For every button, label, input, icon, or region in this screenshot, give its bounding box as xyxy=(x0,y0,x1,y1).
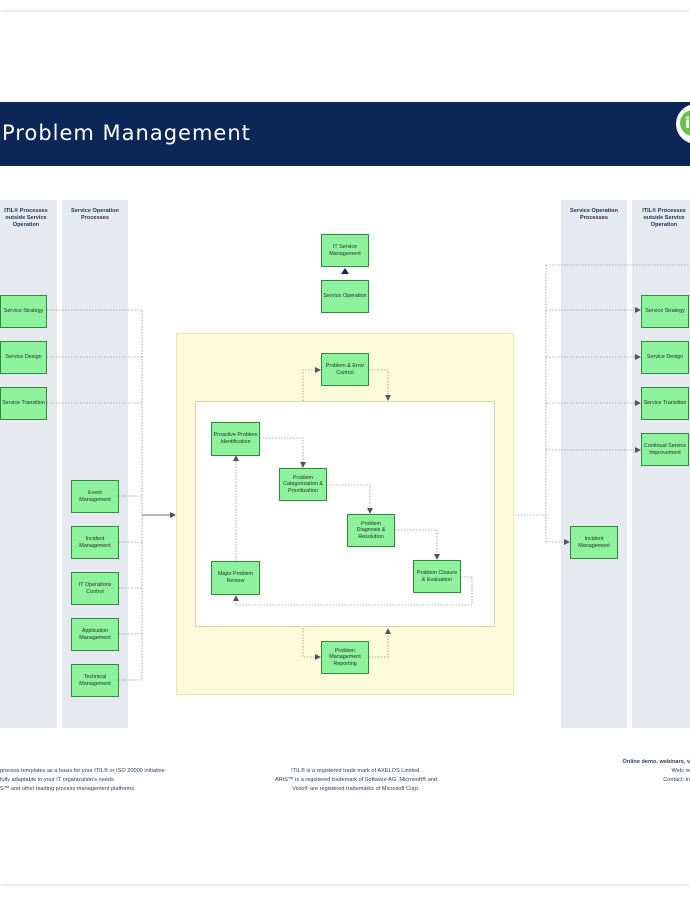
page-title: Problem Management xyxy=(2,121,251,145)
application-management-label: Application Management xyxy=(79,627,111,641)
footer-middle: ITIL® is a registered trade mark of AXEL… xyxy=(236,767,476,794)
service-design-left-label: Service Design xyxy=(5,354,42,361)
footer-left-line3: S™ and other leading process management … xyxy=(0,786,136,792)
it-operations-control-box[interactable]: IT Operations Control xyxy=(71,572,119,605)
proactive-problem-identification-label: Proactive Problem Identification xyxy=(213,432,258,445)
technical-management-label: Technical Management xyxy=(79,673,111,687)
incident-management-right-box[interactable]: Incident Management xyxy=(570,526,618,559)
continual-service-improvement-box[interactable]: Continual Service Improvement xyxy=(641,433,689,466)
footer-right-line1[interactable]: Online demo, webinars, v xyxy=(622,759,690,765)
problem-categorization-label: Problem Categorization & Prioritization xyxy=(283,474,323,494)
header-bar xyxy=(0,102,690,166)
service-operation-box[interactable]: Service Operation xyxy=(321,280,369,313)
problem-management-reporting-box[interactable]: Problem Management Reporting xyxy=(321,641,369,674)
footer-mid-line3: Visio® are registered trademarks of Micr… xyxy=(292,786,420,792)
footer-right: Online demo, webinars, v Web: w Contact:… xyxy=(560,758,690,785)
incident-management-left-box[interactable]: Incident Management xyxy=(71,526,119,559)
service-strategy-right-box[interactable]: Service Strategy xyxy=(641,295,689,328)
problem-error-control-box[interactable]: Problem & Error Control xyxy=(321,353,369,386)
event-management-label: Event Management xyxy=(79,489,111,503)
service-design-right-label: Service Design xyxy=(646,354,684,361)
incident-management-right-label: Incident Management xyxy=(578,535,610,549)
lane-title-right-outer: ITIL® Processes outside Service Operatio… xyxy=(642,208,686,228)
problem-diagnosis-label: Problem Diagnosis & Resolution xyxy=(356,520,386,540)
lane-left-outer xyxy=(0,200,57,728)
continual-service-improvement-label: Continual Service Improvement xyxy=(643,442,687,456)
proactive-problem-identification-box[interactable]: Proactive Problem Identification xyxy=(211,422,260,456)
it-operations-control-label: IT Operations Control xyxy=(78,581,112,595)
service-strategy-right-label: Service Strategy xyxy=(645,308,685,315)
lane-right-inner xyxy=(561,200,627,728)
logo: it xyxy=(676,104,690,144)
service-strategy-left-label: Service Strategy xyxy=(3,308,44,315)
lane-title-right-inner: Service Operation Processes xyxy=(570,208,618,221)
application-management-box[interactable]: Application Management xyxy=(71,618,119,651)
problem-management-reporting-label: Problem Management Reporting xyxy=(329,647,361,667)
it-service-management-box[interactable]: IT Service Management xyxy=(321,234,369,267)
service-transition-left-label: Service Transition xyxy=(2,400,45,407)
footer-right-line2[interactable]: Web: w xyxy=(671,768,690,774)
service-transition-right-box[interactable]: Service Transition xyxy=(641,387,689,420)
service-operation-label: Service Operation xyxy=(323,293,367,300)
service-design-right-box[interactable]: Service Design xyxy=(641,341,689,374)
footer-left-line2: fully adaptable to your IT organization'… xyxy=(0,777,116,783)
service-design-left-box[interactable]: Service Design xyxy=(0,341,47,374)
problem-diagnosis-box[interactable]: Problem Diagnosis & Resolution xyxy=(347,514,395,547)
major-problem-review-box[interactable]: Major Problem Review xyxy=(211,561,260,595)
service-transition-right-label: Service Transition xyxy=(643,400,687,407)
event-management-box[interactable]: Event Management xyxy=(71,480,119,513)
incident-management-left-label: Incident Management xyxy=(79,535,111,549)
major-problem-review-label: Major Problem Review xyxy=(217,571,254,584)
logo-mark: it xyxy=(680,110,690,136)
footer-mid-line1: ITIL® is a registered trade mark of AXEL… xyxy=(291,768,421,774)
problem-error-control-label: Problem & Error Control xyxy=(325,362,365,376)
lane-title-left-inner: Service Operation Processes xyxy=(71,208,119,221)
technical-management-box[interactable]: Technical Management xyxy=(71,664,119,697)
service-strategy-left-box[interactable]: Service Strategy xyxy=(0,295,47,328)
it-service-management-label: IT Service Management xyxy=(329,243,361,257)
footer-right-line3[interactable]: Contact: in xyxy=(663,777,690,783)
problem-closure-label: Problem Closure & Evaluation xyxy=(416,569,458,583)
service-transition-left-box[interactable]: Service Transition xyxy=(0,387,47,420)
lane-title-left-outer: ITIL® Processes outside Service Operatio… xyxy=(4,208,48,228)
problem-categorization-box[interactable]: Problem Categorization & Prioritization xyxy=(279,468,327,501)
footer-left: process templates as a basis for your IT… xyxy=(0,767,240,794)
footer-mid-line2: ARIS™ is a registered trademark of Softw… xyxy=(274,777,438,783)
footer-left-line1: process templates as a basis for your IT… xyxy=(0,768,167,774)
problem-closure-box[interactable]: Problem Closure & Evaluation xyxy=(413,560,461,593)
